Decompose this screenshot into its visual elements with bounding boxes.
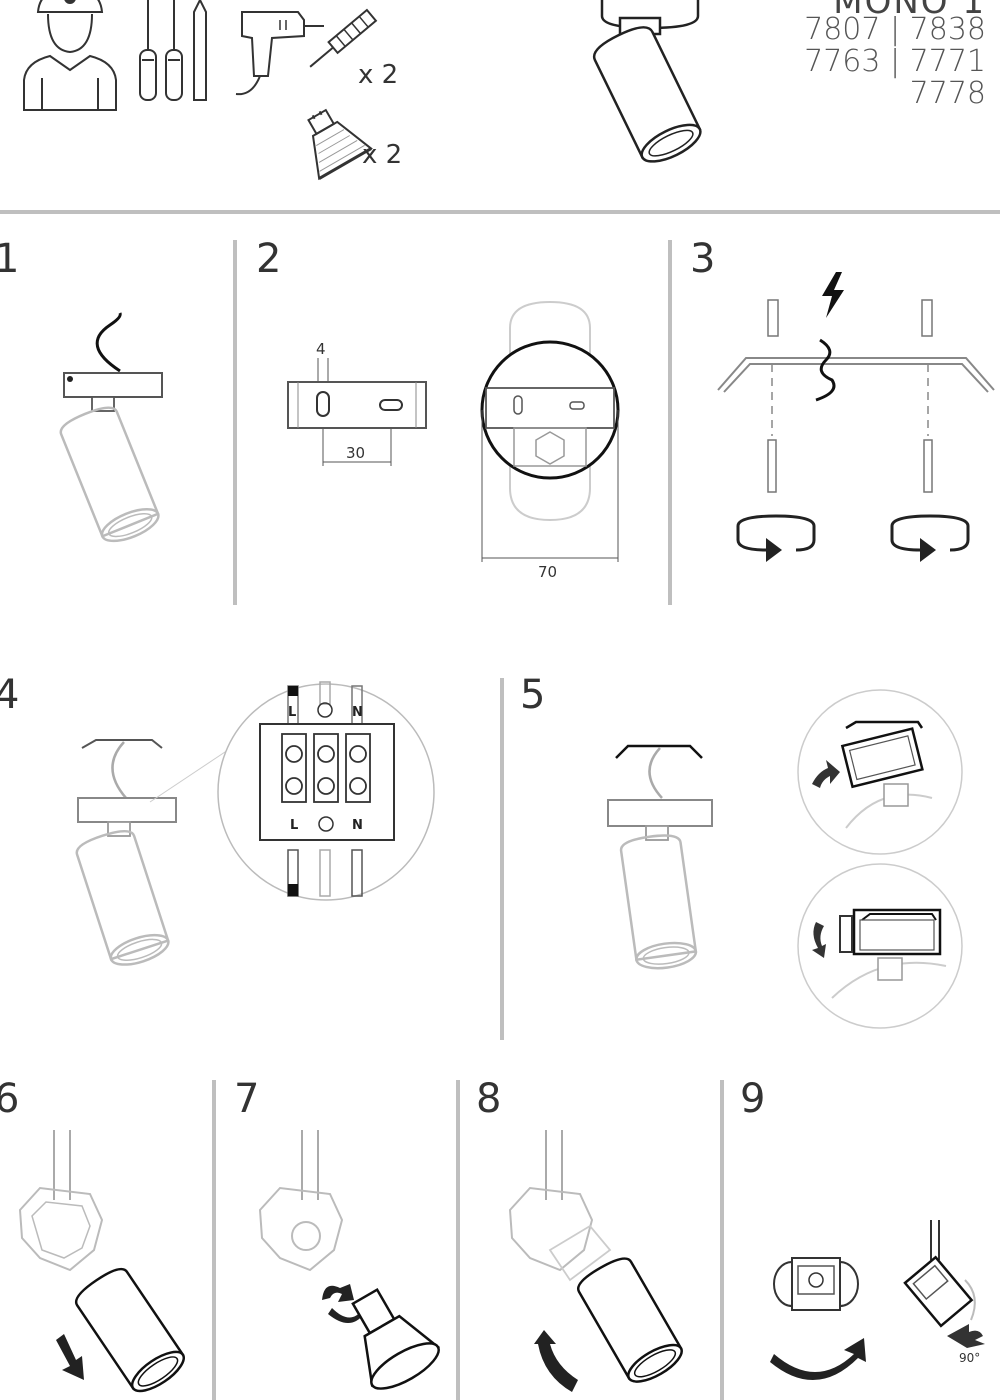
model-code-line: 7778: [909, 76, 986, 111]
step-9-tilt-illustration: 90°: [903, 1220, 985, 1365]
step-1-illustration: [59, 312, 163, 543]
dim-hole-label: 4: [316, 340, 326, 358]
step-7-illustration: [258, 1130, 441, 1390]
model-code-line: 7807 | 7838: [804, 12, 986, 47]
step-3-illustration: [717, 299, 995, 562]
terminal-neutral-label: N: [352, 705, 363, 720]
installer-icon: [23, 0, 117, 111]
screw-quantity: x 2: [358, 60, 399, 90]
header-separator: [0, 210, 1000, 214]
column-separator: [233, 240, 237, 605]
step-5-detail-lock: [797, 863, 963, 1029]
dim-width-label: 70: [538, 563, 557, 581]
model-codes: 7807 | 7838 7763 | 7771 7778: [804, 14, 986, 110]
terminal-block-detail: L N L N: [149, 681, 435, 901]
drill-icon: [235, 11, 324, 96]
column-separator: [500, 678, 504, 1040]
step-number: 7: [234, 1076, 260, 1122]
column-separator: [720, 1080, 724, 1400]
dim-spacing-label: 30: [346, 444, 365, 462]
terminal-live-label: L: [290, 818, 298, 833]
step-4-illustration: [75, 739, 177, 966]
ceiling-plate-diagram: 70: [480, 300, 620, 581]
step-number: 1: [0, 236, 20, 282]
step-number: 3: [690, 236, 716, 282]
model-code-line: 7763 | 7771: [804, 44, 986, 79]
step-number: 8: [476, 1076, 502, 1122]
step-number: 5: [520, 672, 546, 718]
step-number: 6: [0, 1076, 20, 1122]
step-8-illustration: [508, 1130, 683, 1392]
step-5-illustration: [607, 744, 713, 970]
step-6-illustration: [18, 1130, 185, 1393]
screw-anchor-icon: [309, 8, 378, 68]
step-number: 9: [740, 1076, 766, 1122]
step-number: 2: [256, 236, 282, 282]
mounting-bracket-diagram: 4 30: [287, 340, 427, 466]
tilt-angle-label: 90°: [959, 1351, 980, 1365]
terminal-neutral-label: N: [352, 818, 363, 833]
step-5-detail-attach: [797, 689, 963, 855]
step-number: 4: [0, 672, 20, 718]
product-spotlight: [592, 0, 702, 163]
step-9-rotate-illustration: [770, 1257, 866, 1381]
screwdriver-icon: [139, 0, 207, 101]
column-separator: [456, 1080, 460, 1400]
lightning-icon: [822, 272, 844, 318]
column-separator: [212, 1080, 216, 1400]
model-title: MONO 1: [833, 0, 986, 22]
bulb-quantity: x 2: [362, 140, 403, 170]
bulb-icon: [307, 108, 373, 181]
column-separator: [668, 240, 672, 605]
terminal-live-label: L: [288, 705, 296, 720]
